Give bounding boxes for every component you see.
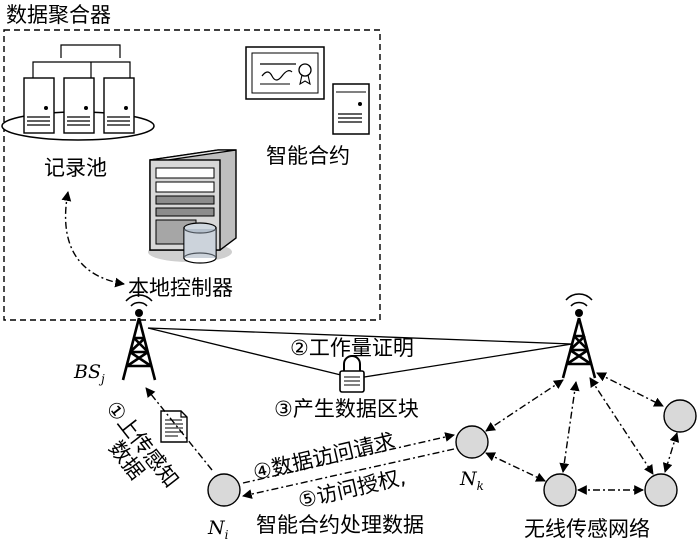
smart-contract-label: 智能合约: [266, 144, 350, 168]
tower-to-node-c-link: [596, 372, 664, 407]
node-nk-label: Nk: [459, 468, 484, 493]
record-pool-label: 记录池: [44, 156, 107, 180]
local-controller-label: 本地控制器: [128, 276, 233, 300]
right-tower-icon: [561, 293, 597, 379]
access-authorization-arrow: [242, 448, 455, 499]
wsn-label: 无线传感网络: [524, 517, 650, 541]
document-icon: [160, 410, 188, 443]
wsn-node-a: [543, 473, 577, 507]
node-nk: [455, 425, 489, 459]
pool-controller-link: [61, 191, 125, 288]
wsn-node-b: [644, 473, 678, 507]
tower-to-node-b-link: [589, 377, 654, 475]
step5-label-line1: ⑤访问授权,: [296, 465, 408, 513]
step3-label: ③产生数据区块: [274, 397, 419, 421]
step5-label-line2: 智能合约处理数据: [256, 513, 424, 537]
aggregator-title: 数据聚合器: [6, 3, 111, 27]
base-station-label: BSj: [73, 361, 105, 386]
upload-data-arrow: [145, 387, 213, 471]
lock-icon: [339, 355, 365, 393]
base-station-tower-icon: [121, 294, 157, 381]
node-c-to-node-b-link: [662, 432, 680, 473]
node-ni-label: Ni: [207, 517, 229, 542]
local-controller-icon: [148, 149, 237, 264]
node-ni: [207, 473, 241, 507]
record-pool-icon: [1, 44, 155, 141]
smart-contract-icon: [245, 46, 370, 135]
wsn-node-c: [663, 399, 697, 433]
tower-to-nk-link: [485, 379, 564, 432]
access-request-arrow: [242, 432, 455, 484]
tower-link: [147, 327, 573, 345]
lock-to-right-tower-link: [357, 343, 573, 379]
tower-to-node-a-link: [559, 381, 580, 473]
aggregator-box: [3, 29, 381, 321]
step2-label: ②工作量证明: [290, 336, 414, 360]
nk-to-node-a-link: [485, 452, 546, 482]
lock-to-left-tower-link: [147, 327, 346, 377]
